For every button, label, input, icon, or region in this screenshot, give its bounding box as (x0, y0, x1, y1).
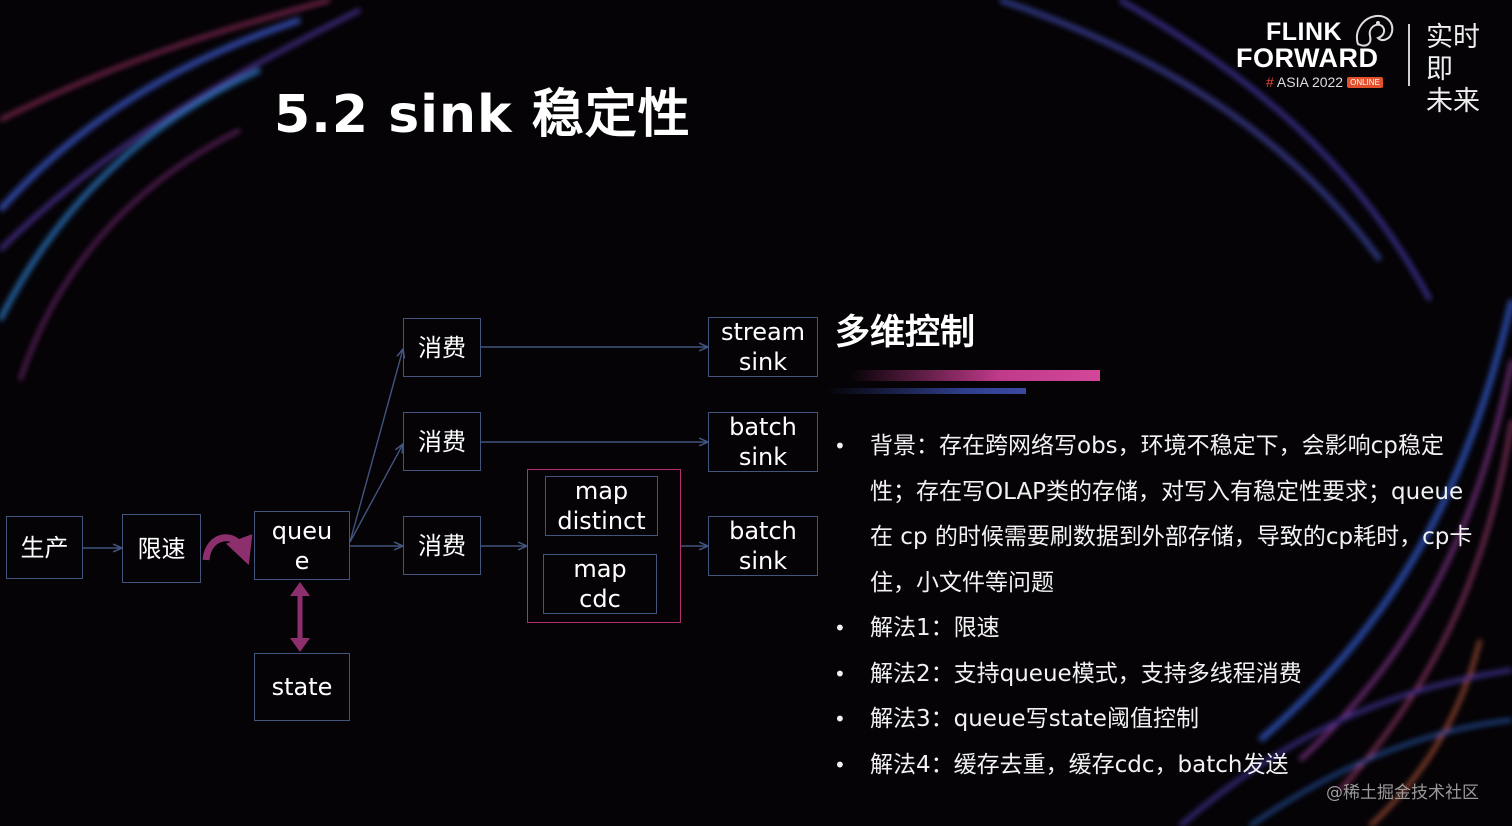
map-operators-group (527, 469, 681, 623)
node-consume-1: 消费 (403, 318, 481, 377)
squirrel-logo-icon (1356, 14, 1394, 47)
logo-slogan-line2: 未来 (1426, 86, 1480, 117)
node-state: state (254, 653, 350, 721)
slide-title: 5.2 sink 稳定性 (274, 85, 691, 145)
node-stream-sink: stream sink (708, 317, 818, 377)
node-produce: 生产 (6, 516, 83, 579)
node-queue: queu e (254, 511, 350, 580)
node-batch-sink-1: batch sink (708, 412, 818, 472)
bullet-item: • 解法3：queue写state阈值控制 (834, 697, 1484, 743)
bullet-dot: • (834, 434, 846, 458)
decorative-bar-blue (826, 388, 1026, 394)
node-map-cdc: map cdc (543, 554, 657, 614)
bullet-item: • 解法4：缓存去重，缓存cdc，batch发送 (834, 743, 1484, 789)
bullet-dot: • (834, 707, 846, 731)
bullet-item: • 解法2：支持queue模式，支持多线程消费 (834, 652, 1484, 698)
bullet-text: 解法2：支持queue模式，支持多线程消费 (870, 660, 1302, 687)
edge-queue-consume1 (349, 349, 403, 543)
bullet-list: • 背景：存在跨网络写obs，环境不稳定下，会影响cp稳定性；存在写OLAP类的存… (834, 424, 1484, 788)
node-rate-limit: 限速 (122, 514, 201, 583)
rate-limit-curved-arrow-icon (202, 534, 253, 566)
node-consume-2: 消费 (403, 412, 481, 471)
logo-hash: # (1266, 74, 1274, 90)
watermark: @稀土掘金技术社区 (1326, 783, 1479, 803)
queue-state-double-arrow-icon (290, 582, 310, 652)
bullet-text: 背景：存在跨网络写obs，环境不稳定下，会影响cp稳定性；存在写OLAP类的存储… (870, 433, 1473, 596)
bullet-text: 解法1：限速 (870, 615, 1000, 641)
bullet-item: • 解法1：限速 (834, 606, 1484, 652)
logo-line-forward: FORWARD (1236, 43, 1379, 73)
node-map-distinct: map distinct (545, 476, 658, 536)
bullet-dot: • (834, 661, 846, 686)
node-consume-3: 消费 (403, 516, 481, 575)
decorative-bar-magenta (850, 370, 1100, 381)
bullet-text: 解法3：queue写state阈值控制 (870, 706, 1199, 732)
section-title: 多维控制 (835, 313, 976, 353)
node-batch-sink-2: batch sink (708, 516, 818, 576)
logo-chinese-slogan: 实时即 未来 (1426, 22, 1488, 118)
bullet-dot: • (834, 752, 846, 777)
logo-edition-text: ASIA 2022 (1276, 74, 1344, 90)
logo-line-flink: FLINK (1266, 18, 1343, 46)
edge-queue-consume2 (349, 444, 403, 543)
bullet-text: 解法4：缓存去重，缓存cdc，batch发送 (870, 751, 1289, 778)
bullet-dot: • (834, 616, 846, 640)
bullet-item: • 背景：存在跨网络写obs，环境不稳定下，会影响cp稳定性；存在写OLAP类的存… (834, 424, 1484, 606)
logo-divider (1408, 24, 1410, 86)
online-badge: ONLINE (1347, 77, 1383, 88)
logo-slogan-line1: 实时即 (1426, 22, 1480, 85)
